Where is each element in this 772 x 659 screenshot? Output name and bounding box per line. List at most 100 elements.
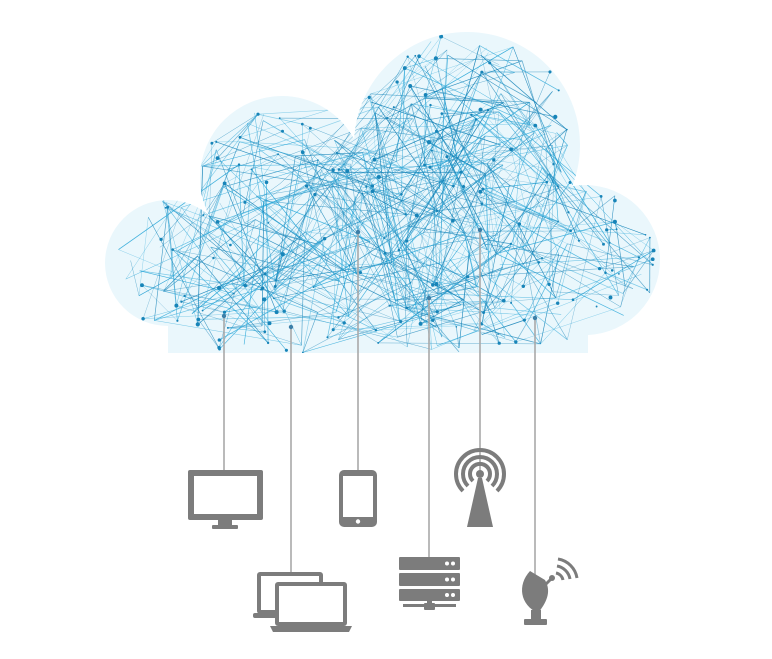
mesh-line [420, 299, 464, 325]
mesh-node [571, 298, 575, 302]
mesh-line [172, 249, 318, 313]
mesh-line [304, 152, 363, 169]
mesh-line [324, 180, 444, 239]
mesh-line [416, 215, 500, 344]
mesh-line [138, 217, 149, 296]
mesh-line [410, 103, 438, 211]
mesh-line [167, 206, 231, 246]
mesh-line [517, 121, 560, 188]
mesh-line [567, 196, 602, 340]
mesh-node [337, 168, 341, 171]
mesh-line [274, 159, 350, 282]
mesh-node [497, 341, 501, 345]
mesh-line [340, 168, 424, 267]
mesh-node [431, 318, 435, 322]
mesh-line [614, 221, 654, 251]
mesh-node [608, 241, 611, 244]
mesh-node [522, 318, 526, 322]
mesh-line [496, 243, 512, 254]
mesh-node [478, 189, 483, 194]
mesh-line [524, 191, 587, 321]
mesh-line [176, 258, 214, 306]
mesh-line [372, 190, 438, 212]
mesh-line [556, 132, 568, 146]
mesh-line [256, 195, 350, 266]
mesh-node [618, 273, 620, 275]
mesh-line [432, 210, 436, 285]
mesh-line [265, 274, 275, 290]
mesh-node [644, 233, 647, 236]
mesh-line [231, 182, 312, 284]
mesh-line [518, 223, 541, 344]
mesh-line [162, 201, 276, 282]
mesh-line [510, 149, 540, 263]
mesh-line [243, 200, 265, 345]
mesh-line [313, 287, 408, 348]
mesh-node [281, 129, 284, 133]
mesh-line [336, 152, 454, 187]
mesh-line [356, 150, 433, 275]
mesh-line [202, 139, 305, 167]
mesh-line [420, 300, 504, 325]
mesh-line [181, 301, 225, 313]
mesh-line [387, 117, 482, 204]
mesh-node [509, 147, 513, 152]
mesh-line [522, 247, 621, 308]
mesh-line [541, 167, 619, 296]
mesh-line [406, 307, 460, 349]
mesh-line [314, 97, 370, 195]
mesh-line [370, 93, 530, 103]
mesh-node [429, 103, 432, 107]
mesh-line [304, 231, 421, 319]
mesh-line [446, 145, 553, 157]
mesh-line [552, 145, 559, 222]
mesh-node [557, 89, 560, 92]
mesh-line [516, 148, 560, 255]
mesh-line [197, 141, 240, 257]
mesh-line [372, 191, 402, 195]
mesh-node [553, 114, 558, 119]
mesh-node [222, 181, 227, 186]
mesh-line [446, 109, 481, 157]
mesh-node [383, 237, 386, 240]
cloud-shape [105, 32, 660, 353]
mesh-node [300, 150, 305, 155]
mesh-line [481, 203, 520, 225]
mesh-node [322, 236, 327, 241]
mesh-node [451, 218, 455, 223]
mesh-line [143, 293, 234, 319]
mesh-line [338, 169, 438, 212]
mesh-line [557, 186, 569, 213]
mesh-line [437, 164, 504, 312]
mesh-line [428, 128, 474, 143]
mesh-node [383, 251, 387, 255]
mesh-line [436, 284, 457, 327]
mesh-line [449, 189, 484, 259]
mesh-node [195, 322, 200, 327]
mesh-line [304, 160, 319, 233]
mesh-line [435, 58, 458, 158]
mesh-node [331, 168, 335, 172]
mesh-node [556, 301, 560, 305]
mesh-line [365, 186, 398, 338]
mesh-line [197, 166, 203, 325]
mesh-line [162, 201, 199, 249]
mesh-node [604, 271, 607, 274]
mesh-line [403, 243, 504, 302]
mesh-line [332, 106, 394, 171]
mesh-line [440, 36, 500, 65]
mesh-line [395, 286, 477, 301]
mesh-node [141, 316, 145, 321]
mesh-line [406, 266, 504, 309]
mesh-line [336, 152, 411, 283]
mesh-line [191, 269, 245, 314]
mesh-node [166, 205, 170, 209]
mesh-line [450, 71, 483, 161]
mesh-node [404, 213, 407, 216]
mesh-line [429, 167, 477, 224]
mesh-line [403, 243, 443, 338]
mesh-line [372, 191, 411, 311]
mesh-line [557, 191, 587, 304]
mesh-node [650, 257, 655, 262]
mesh-line [154, 287, 263, 321]
